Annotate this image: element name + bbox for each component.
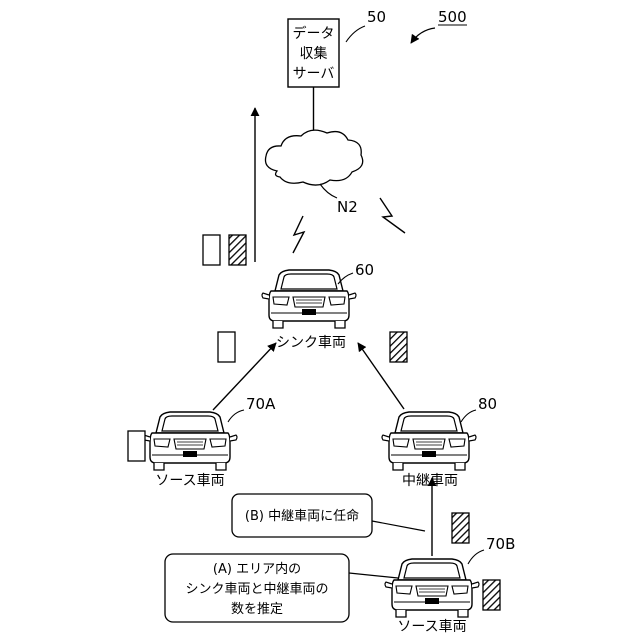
- server-label-line-3: サーバ: [293, 66, 335, 82]
- network-ref-leader: [320, 184, 337, 198]
- callout-a-line-3: 数を推定: [231, 602, 283, 617]
- source-b-ref-leader: [468, 550, 484, 564]
- data-packet-hatched-2: [390, 332, 407, 362]
- data-packet-plain: [203, 235, 220, 265]
- server-label-line-2: 収集: [300, 45, 328, 62]
- callout-b-leader: [372, 521, 425, 531]
- callout-b-text: (B) 中継車両に任命: [245, 508, 359, 524]
- data-packet-plain-2: [218, 332, 235, 362]
- relay-ref-number: 80: [478, 395, 497, 413]
- data-packet-hatched-3: [452, 513, 469, 543]
- source-a-car-icon: [143, 412, 237, 470]
- wireless-link-left-icon: [293, 216, 304, 253]
- source-b-car-icon: [385, 559, 479, 617]
- server-ref-leader: [346, 26, 365, 42]
- data-collection-server: データ 収集 サーバ 50: [288, 8, 386, 133]
- callout-a-line-1: (A) エリア内の: [213, 561, 301, 577]
- relay-ref-leader: [461, 410, 476, 422]
- server-ref-number: 50: [367, 8, 386, 26]
- network-cloud: N2: [265, 130, 362, 216]
- source-a-ref-number: 70A: [246, 395, 276, 413]
- callout-a-line-2: シンク車両と中継車両の: [185, 582, 328, 597]
- data-packet-hatched: [229, 235, 246, 265]
- sink-vehicle: 60 シンク車両: [262, 261, 374, 351]
- data-packet-plain-3: [128, 431, 145, 461]
- source-a-ref-leader: [228, 410, 244, 422]
- sink-label: シンク車両: [276, 334, 346, 351]
- source-a-label: ソース車両: [155, 472, 224, 489]
- relay-vehicle: 80 中継車両: [382, 395, 497, 489]
- source-vehicle-a: 70A ソース車両: [143, 395, 276, 489]
- callout-a: (A) エリア内の シンク車両と中継車両の 数を推定: [165, 554, 398, 622]
- data-packet-hatched-4: [483, 580, 500, 610]
- cloud-shape: [265, 130, 362, 185]
- relay-label: 中継車両: [402, 472, 458, 489]
- callout-a-leader: [349, 573, 398, 578]
- system-reference: 500: [411, 8, 467, 43]
- source-b-ref-number: 70B: [486, 535, 515, 553]
- server-label-line-1: データ: [293, 25, 335, 42]
- sink-car-icon: [262, 270, 356, 328]
- wireless-link-right-icon: [380, 198, 405, 233]
- callout-b: (B) 中継車両に任命: [232, 494, 425, 537]
- network-ref-label: N2: [337, 198, 358, 216]
- system-ref-number: 500: [438, 8, 467, 26]
- source-b-label: ソース車両: [397, 618, 466, 635]
- sink-ref-number: 60: [355, 261, 374, 279]
- system-ref-arrow: [411, 28, 435, 43]
